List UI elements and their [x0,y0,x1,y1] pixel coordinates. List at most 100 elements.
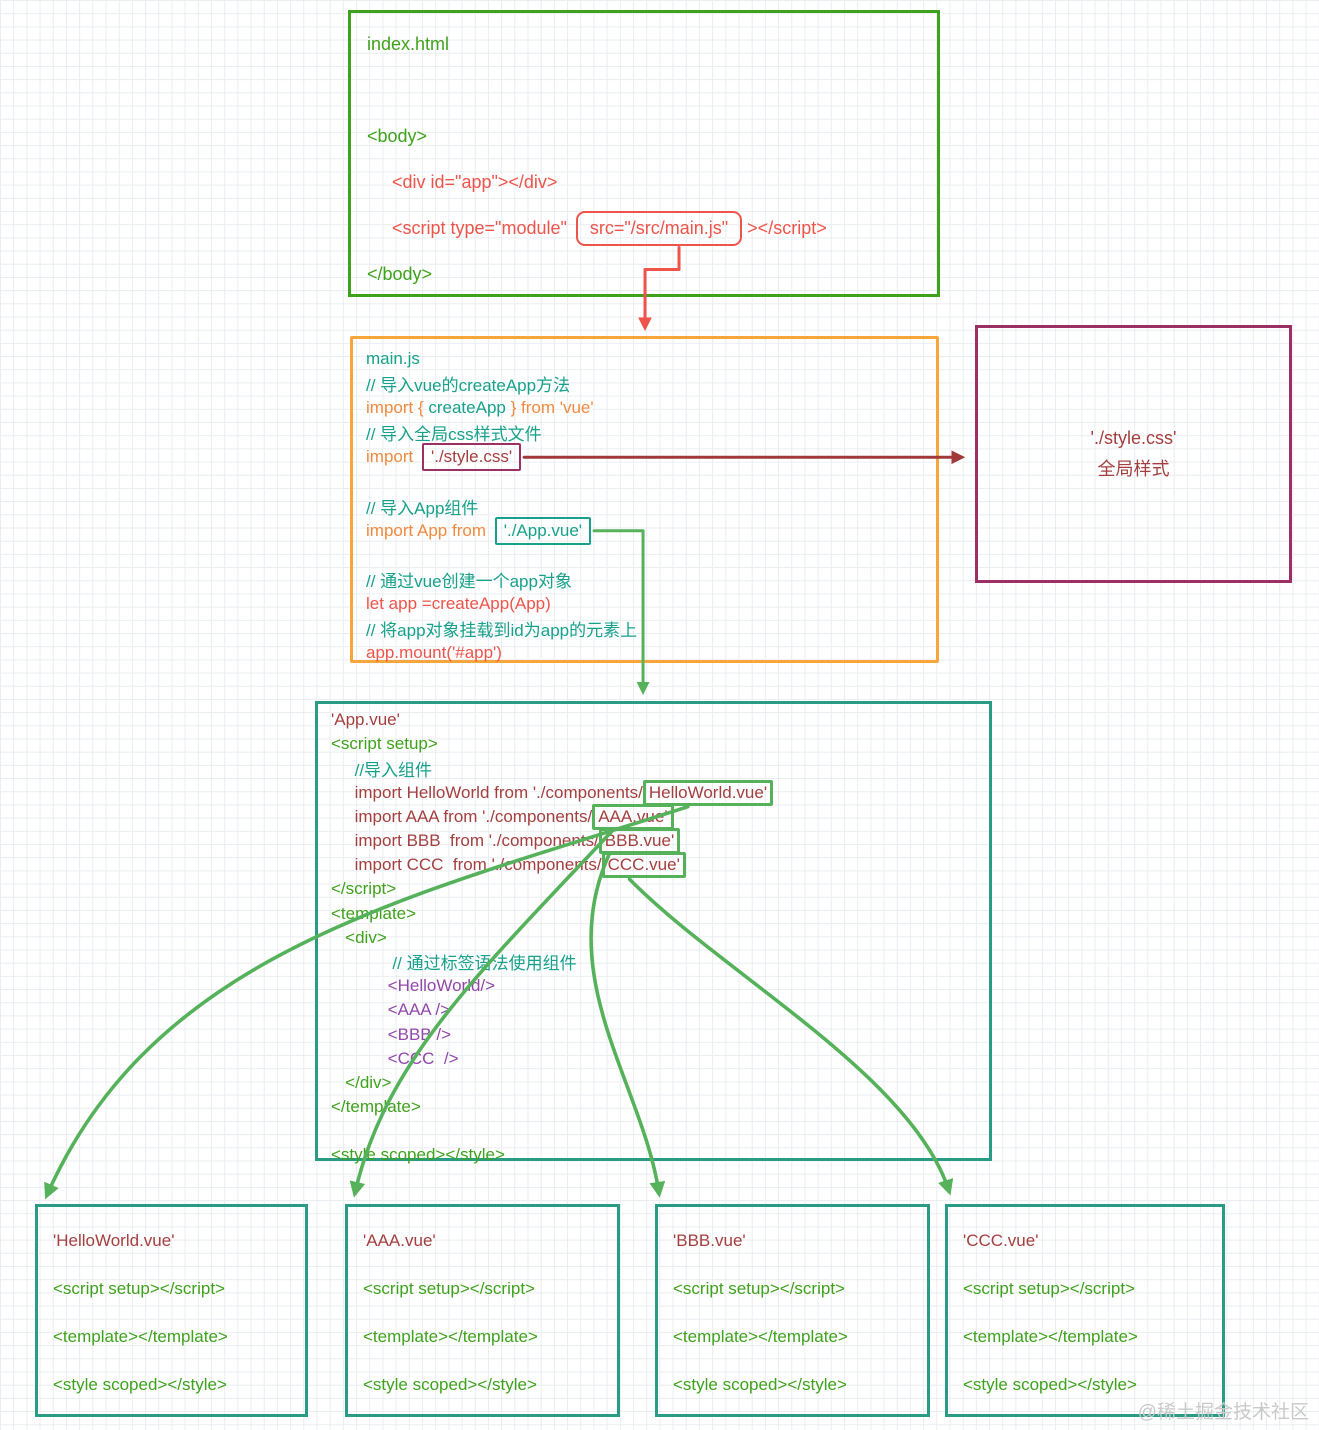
code-line: <template></template> [363,1313,602,1361]
code-token: let app =createApp(App) [366,594,551,614]
ccc-vue-box: 'CCC.vue' <script setup></script> <templat… [945,1204,1225,1417]
code-token-boxed: './App.vue' [494,516,592,545]
code-line: <style scoped></style> [53,1361,290,1409]
code-token: <template></template> [53,1327,228,1346]
code-line: <style scoped></style> [963,1361,1207,1409]
code-token: <script setup></script> [53,1279,225,1298]
code-line: </template> [331,1095,976,1119]
code-line: <HelloWorld/> [331,974,976,998]
code-token: 'AAA.vue' [363,1231,436,1250]
code-line: <script setup></script> [53,1265,290,1313]
code-line: import AAA from './components/AAA.vue' [331,803,976,830]
code-token-boxed: AAA.vue' [592,803,674,830]
code-token: 'CCC.vue' [963,1231,1039,1250]
code-token: <body> [367,125,428,146]
code-line: <div id="app"></div> [367,159,921,205]
code-line: // 将app对象挂载到id为app的元素上 [366,617,923,642]
code-line: 'CCC.vue' [963,1217,1207,1265]
code-token: </body> [367,263,433,284]
code-token: import [366,447,418,467]
code-line: <style scoped></style> [331,1143,976,1167]
aaa-vue-code: 'AAA.vue' <script setup></script> <templat… [363,1217,602,1409]
code-token: <style scoped></style> [331,1145,505,1165]
code-line: // 通过vue创建一个app对象 [366,568,923,593]
code-line: <script setup> [331,732,976,756]
code-line: 'AAA.vue' [363,1217,602,1265]
code-line: </body> [367,251,921,297]
code-line: <script setup></script> [963,1265,1207,1313]
code-token-boxed: './style.css' [421,443,522,472]
code-line: <template></template> [53,1313,290,1361]
code-line: import App from './App.vue' [366,516,923,545]
code-token: 'vue' [559,398,594,418]
helloworld-vue-box: 'HelloWorld.vue' <script setup></script> <… [35,1204,308,1417]
code-line: <script setup></script> [673,1265,912,1313]
code-token: <style scoped></style> [53,1375,227,1394]
aaa-vue-box: 'AAA.vue' <script setup></script> <templat… [345,1204,620,1417]
code-line: let app =createApp(App) [366,592,923,617]
style-css-box: './style.css' 全局样式 [975,325,1292,583]
code-line: <BBB /> [331,1022,976,1046]
code-token-boxed: BBB.vue' [598,828,681,855]
index-html-box: index.html <body> <div id="app"></div> <s… [348,10,940,297]
code-line: <AAA /> [331,998,976,1022]
code-token: <template></template> [673,1327,848,1346]
code-line: // 通过标签语法使用组件 [331,950,976,974]
code-line: </div> [331,1071,976,1095]
code-token: <AAA /> [331,1000,451,1020]
code-line: main.js [366,347,923,372]
code-line: <script type="module" src="/src/main.js"… [367,205,921,251]
code-token: import AAA from './components/ [331,806,593,826]
code-token: ></script> [742,217,827,238]
code-line: <body> [367,113,921,159]
style-css-path: './style.css' [1090,427,1177,448]
bbb-vue-code: 'BBB.vue' <script setup></script> <templat… [673,1217,912,1409]
code-line: <template></template> [963,1313,1207,1361]
app-vue-code: 'App.vue'<script setup> //导入组件 import He… [331,708,976,1168]
code-line [367,67,921,113]
code-line: app.mount('#app') [366,641,923,666]
code-token: main.js [366,349,420,369]
code-line: <style scoped></style> [673,1361,912,1409]
code-line: index.html [367,21,921,67]
code-line: <template></template> [673,1313,912,1361]
code-line: // 导入全局css样式文件 [366,421,923,446]
code-token: import HelloWorld from './components/ [331,782,643,802]
code-token: <template> [331,903,417,923]
code-token: <script setup></script> [363,1279,535,1298]
code-token: // 通过标签语法使用组件 [331,954,577,974]
code-token: <template></template> [363,1327,538,1346]
bbb-vue-box: 'BBB.vue' <script setup></script> <templat… [655,1204,930,1417]
code-line: import CCC from './components/CCC.vue' [331,852,976,879]
code-line [366,543,923,568]
code-line: import { createApp } from 'vue' [366,396,923,421]
code-token: // 导入vue的createApp方法 [366,376,571,396]
code-line: import BBB from './components/BBB.vue' [331,828,976,855]
code-token: <div id="app"></div> [367,171,558,192]
code-token: //导入组件 [331,760,433,780]
style-css-label: 全局样式 [1097,458,1170,479]
code-token: } from [505,398,560,418]
code-token: <HelloWorld/> [331,976,496,996]
code-token: import { [366,398,429,418]
code-token: 'App.vue' [331,710,400,730]
watermark: @稀土掘金技术社区 [1137,1402,1309,1423]
code-token: <script setup></script> [963,1279,1135,1298]
code-line: <div> [331,926,976,950]
code-token: // 导入App组件 [366,498,479,518]
code-token: <template></template> [963,1327,1138,1346]
app-vue-box: 'App.vue'<script setup> //导入组件 import He… [315,701,992,1164]
code-token: </script> [331,879,397,899]
code-token: createApp [428,398,506,418]
code-line: // 导入vue的createApp方法 [366,372,923,397]
code-token: <style scoped></style> [363,1375,537,1394]
code-token: 'HelloWorld.vue' [53,1231,175,1250]
code-token: </template> [331,1097,421,1117]
code-token: <style scoped></style> [963,1375,1137,1394]
code-token: <script type="module" [367,217,572,238]
code-line: 'App.vue' [331,708,976,732]
code-token: 'BBB.vue' [673,1231,746,1250]
